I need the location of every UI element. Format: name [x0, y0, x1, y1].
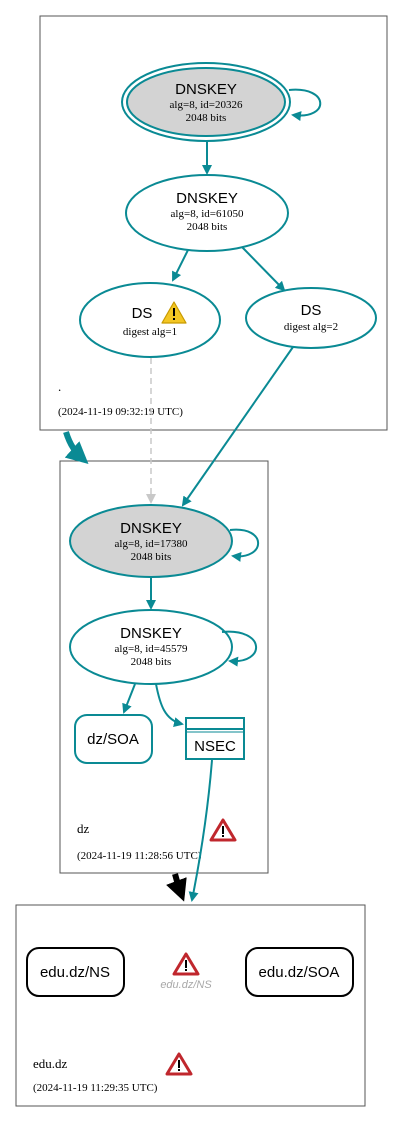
zone-edu-dz-box [15, 904, 366, 1107]
zone-root-timestamp: (2024-11-19 09:32:19 UTC) [58, 406, 183, 418]
node-ds-alg1[interactable]: DS digest alg=1 [79, 282, 221, 358]
node-dz-zsk-line2: 2048 bits [131, 656, 172, 668]
node-root-zsk-title: DNSKEY [176, 190, 238, 207]
node-root-zsk-line2: 2048 bits [187, 221, 228, 233]
node-edu-dz-ns[interactable]: edu.dz/NS [26, 947, 125, 997]
edge-dz-zsk-to-soa [122, 683, 136, 714]
node-ds-alg1-title: DS [132, 305, 153, 322]
node-dz-ksk-line1: alg=8, id=17380 [115, 538, 188, 550]
node-ds-alg2-title: DS [301, 302, 322, 319]
node-edu-dz-soa[interactable]: edu.dz/SOA [245, 947, 354, 997]
node-ds-alg1-line1: digest alg=1 [123, 326, 177, 338]
node-nsec-title: NSEC [194, 738, 236, 755]
node-root-ksk-line2: 2048 bits [186, 112, 227, 124]
error-triangle-icon [165, 1052, 193, 1076]
node-dz-ksk-title: DNSKEY [120, 520, 182, 537]
edge-ds2-to-dz-ksk [181, 346, 294, 507]
node-dz-zsk-title: DNSKEY [120, 625, 182, 642]
node-root-ksk-line1: alg=8, id=20326 [170, 99, 243, 111]
edge-zone-root-to-dz [63, 431, 89, 464]
node-dz-zsk-line1: alg=8, id=45579 [115, 643, 188, 655]
error-triangle-icon [209, 818, 237, 842]
node-dz-zsk[interactable]: DNSKEY alg=8, id=45579 2048 bits [69, 609, 233, 685]
zone-root-box [39, 15, 388, 431]
edge-dz-zsk-self [221, 630, 258, 667]
warning-triangle-icon [161, 301, 187, 324]
node-ds-alg2-line1: digest alg=2 [284, 321, 338, 333]
zone-edu-dz-name: edu.dz [33, 1056, 68, 1071]
edge-root-zsk-to-ds1 [172, 249, 189, 282]
node-root-zsk[interactable]: DNSKEY alg=8, id=61050 2048 bits [125, 174, 289, 252]
node-edu-dz-ns-missing[interactable]: edu.dz/NS [160, 952, 212, 991]
edge-nsec-to-edu-dz [188, 759, 213, 902]
node-edu-dz-ns-title: edu.dz/NS [40, 964, 110, 981]
error-triangle-icon [172, 952, 200, 976]
zone-dz-timestamp: (2024-11-19 11:28:56 UTC) [77, 850, 202, 862]
zone-edu-dz-timestamp: (2024-11-19 11:29:35 UTC) [33, 1082, 158, 1094]
node-dz-ksk[interactable]: DNSKEY alg=8, id=17380 2048 bits [69, 504, 233, 578]
edge-dz-zsk-to-nsec [155, 683, 184, 728]
node-ds-alg2[interactable]: DS digest alg=2 [245, 287, 377, 349]
node-root-ksk-title: DNSKEY [175, 81, 237, 98]
node-dz-ksk-line2: 2048 bits [131, 551, 172, 563]
node-root-ksk[interactable]: DNSKEY alg=8, id=20326 2048 bits [121, 62, 291, 142]
node-root-zsk-line1: alg=8, id=61050 [171, 208, 244, 220]
node-dz-soa[interactable]: dz/SOA [74, 714, 153, 764]
edge-root-ksk-self [288, 88, 322, 122]
node-dz-soa-title: dz/SOA [87, 731, 139, 748]
edge-zone-dz-to-edu-dz [166, 873, 187, 902]
zone-root-name: . [58, 379, 61, 394]
node-nsec[interactable]: NSEC [185, 717, 245, 760]
zone-dz-name: dz [77, 821, 90, 836]
node-edu-dz-soa-title: edu.dz/SOA [259, 964, 340, 981]
zone-dz-box [59, 460, 269, 874]
edge-root-zsk-to-ds2 [241, 246, 286, 292]
edge-dz-ksk-self [229, 528, 259, 562]
node-edu-dz-ns-missing-title: edu.dz/NS [160, 979, 212, 991]
